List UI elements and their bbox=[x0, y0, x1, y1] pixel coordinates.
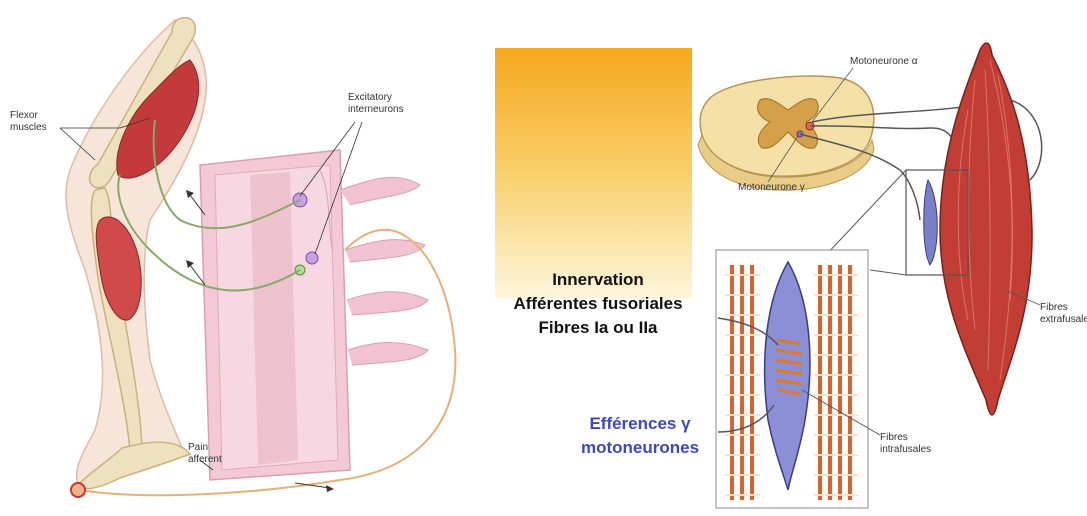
extrafusal-label-line2: extrafusales bbox=[1040, 314, 1087, 326]
flexor-label-line1: Flexor bbox=[10, 110, 47, 122]
pain-label-line1: Pain bbox=[188, 442, 222, 454]
intrafusal-label-line2: intrafusales bbox=[880, 444, 931, 456]
zoom-line-2 bbox=[870, 270, 906, 275]
flexor-reflex-drawing bbox=[0, 0, 470, 511]
innervation-text-block: Innervation Afférentes fusoriales Fibres… bbox=[488, 268, 708, 340]
efferent-text-block: Efférences γ motoneurones bbox=[560, 412, 720, 460]
spinal-cord-cross-section bbox=[698, 76, 874, 190]
flexor-reflex-illustration: Flexor muscles Excitatory interneurons P… bbox=[0, 0, 470, 511]
motoneurone-alpha-label: Motoneurone α bbox=[850, 56, 918, 68]
arrow-head-2 bbox=[186, 260, 194, 268]
arrow-head-1 bbox=[186, 190, 194, 198]
motoneurone-text: motoneurones bbox=[560, 436, 720, 460]
motoneurone-gamma-label: Motoneurone γ bbox=[738, 182, 805, 194]
flexor-muscles-label: Flexor muscles bbox=[10, 110, 47, 134]
muscle-spindle-panel: Innervation Afférentes fusoriales Fibres… bbox=[470, 0, 1087, 511]
excitatory-interneurons-label: Excitatory interneurons bbox=[348, 92, 404, 116]
pain-receptor bbox=[71, 483, 85, 497]
pain-afferent-label: Pain afferent bbox=[188, 442, 222, 466]
excitatory-label-line1: Excitatory bbox=[348, 92, 404, 104]
efferent-gamma-text: Efférences γ bbox=[560, 412, 720, 436]
zoom-line-1 bbox=[825, 170, 906, 256]
interneuron-lower bbox=[306, 252, 318, 264]
spindle-inset-small bbox=[924, 180, 938, 265]
skeletal-muscle bbox=[940, 43, 1032, 415]
pain-label-line2: afferent bbox=[188, 454, 222, 466]
afferent-fusorial-text: Afférentes fusoriales bbox=[488, 292, 708, 316]
fibre-types-text: Fibres Ia ou IIa bbox=[488, 316, 708, 340]
innervation-title: Innervation bbox=[488, 268, 708, 292]
spinal-cord-section bbox=[200, 150, 428, 480]
excitatory-label-line2: interneurons bbox=[348, 104, 404, 116]
fibres-intrafusales-label: Fibres intrafusales bbox=[880, 432, 931, 456]
intrafusal-label-line1: Fibres bbox=[880, 432, 931, 444]
extrafusal-label-line1: Fibres bbox=[1040, 302, 1087, 314]
flexor-label-line2: muscles bbox=[10, 122, 47, 134]
arrow-head-pain bbox=[326, 485, 334, 492]
fibres-extrafusales-label: Fibres extrafusales bbox=[1040, 302, 1087, 326]
spindle-detail bbox=[716, 250, 880, 508]
